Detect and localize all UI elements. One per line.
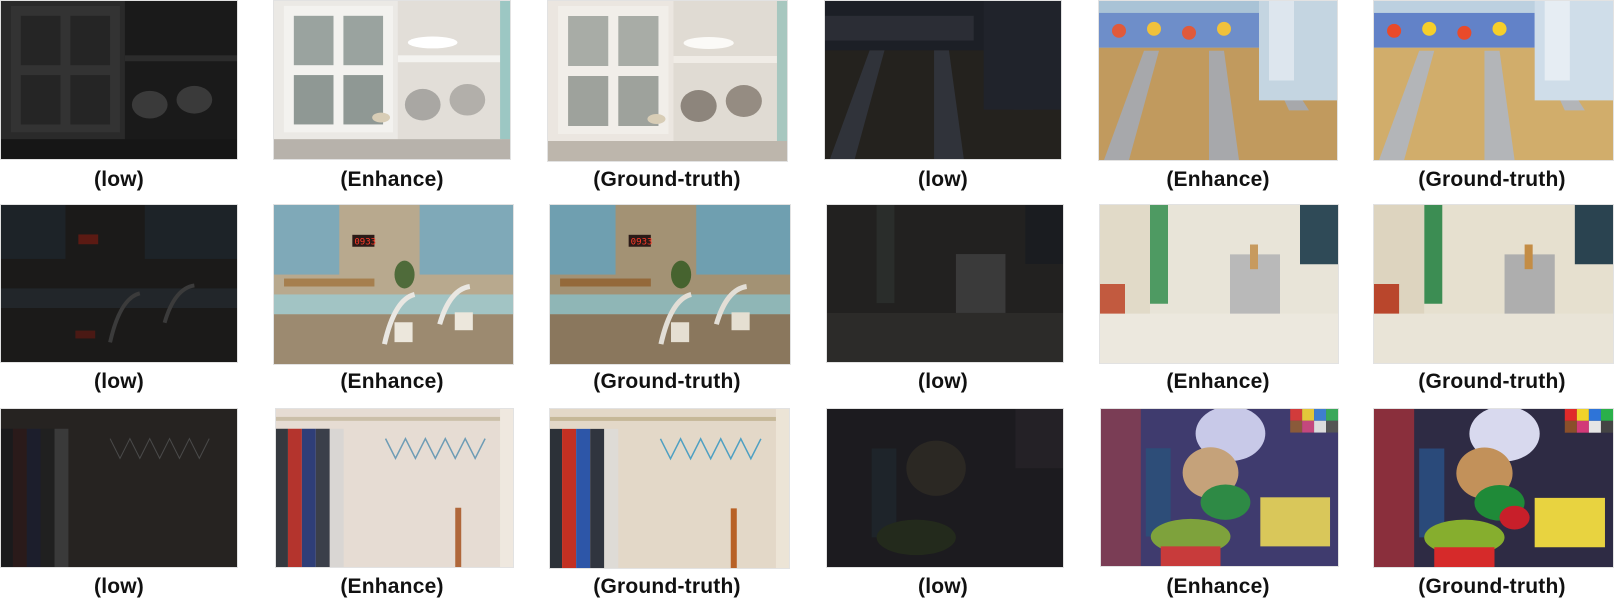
caption-low: (low) <box>94 370 144 393</box>
caption-ground-truth: (Ground-truth) <box>593 370 741 393</box>
caption-low: (low) <box>94 575 144 598</box>
caption-ground-truth: (Ground-truth) <box>1418 168 1566 191</box>
photo-bowling-ground-truth <box>1373 0 1614 161</box>
svg-text:0933: 0933 <box>354 238 376 248</box>
photo-sink-ground-truth <box>1373 204 1614 364</box>
photo-closet-ground-truth <box>549 408 790 569</box>
photo-cabinet-enhance <box>273 0 511 160</box>
caption-ground-truth: (Ground-truth) <box>593 168 741 191</box>
photo-closet-enhance <box>275 408 514 568</box>
caption-enhance: (Enhance) <box>340 168 444 191</box>
photo-toys-low <box>826 408 1064 568</box>
caption-low: (low) <box>94 168 144 191</box>
photo-sink-enhance <box>1099 204 1339 364</box>
photo-closet-low <box>0 408 238 568</box>
photo-pool-low <box>0 204 238 363</box>
photo-toys-enhance <box>1100 408 1339 567</box>
photo-pool-enhance: 0933 <box>273 204 514 365</box>
caption-enhance: (Enhance) <box>340 575 444 598</box>
caption-ground-truth: (Ground-truth) <box>593 575 741 598</box>
photo-toys-ground-truth <box>1373 408 1614 568</box>
caption-ground-truth: (Ground-truth) <box>1418 370 1566 393</box>
caption-enhance: (Enhance) <box>340 370 444 393</box>
photo-bowling-enhance <box>1098 0 1338 161</box>
caption-low: (low) <box>918 168 968 191</box>
photo-bowling-low <box>824 0 1062 160</box>
caption-enhance: (Enhance) <box>1166 168 1270 191</box>
caption-enhance: (Enhance) <box>1166 370 1270 393</box>
svg-text:0933: 0933 <box>631 238 653 248</box>
caption-ground-truth: (Ground-truth) <box>1418 575 1566 598</box>
photo-pool-ground-truth: 0933 <box>549 204 791 365</box>
caption-low: (low) <box>918 370 968 393</box>
photo-sink-low <box>826 204 1064 363</box>
caption-low: (low) <box>918 575 968 598</box>
photo-cabinet-low <box>0 0 238 160</box>
photo-cabinet-ground-truth <box>547 0 788 162</box>
caption-enhance: (Enhance) <box>1166 575 1270 598</box>
